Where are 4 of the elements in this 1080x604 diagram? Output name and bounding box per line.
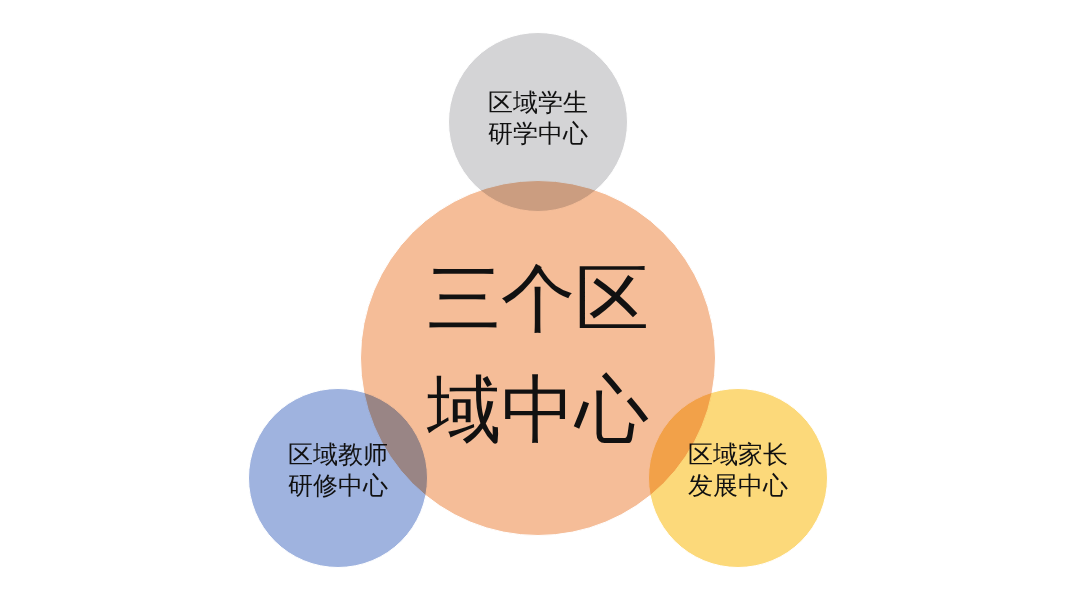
circle-label: 区域学生研学中心	[487, 86, 589, 150]
circle-label: 区域家长发展中心	[687, 438, 789, 502]
circle-label: 区域教师研修中心	[287, 438, 389, 502]
center-title: 三个区域中心	[426, 254, 650, 454]
